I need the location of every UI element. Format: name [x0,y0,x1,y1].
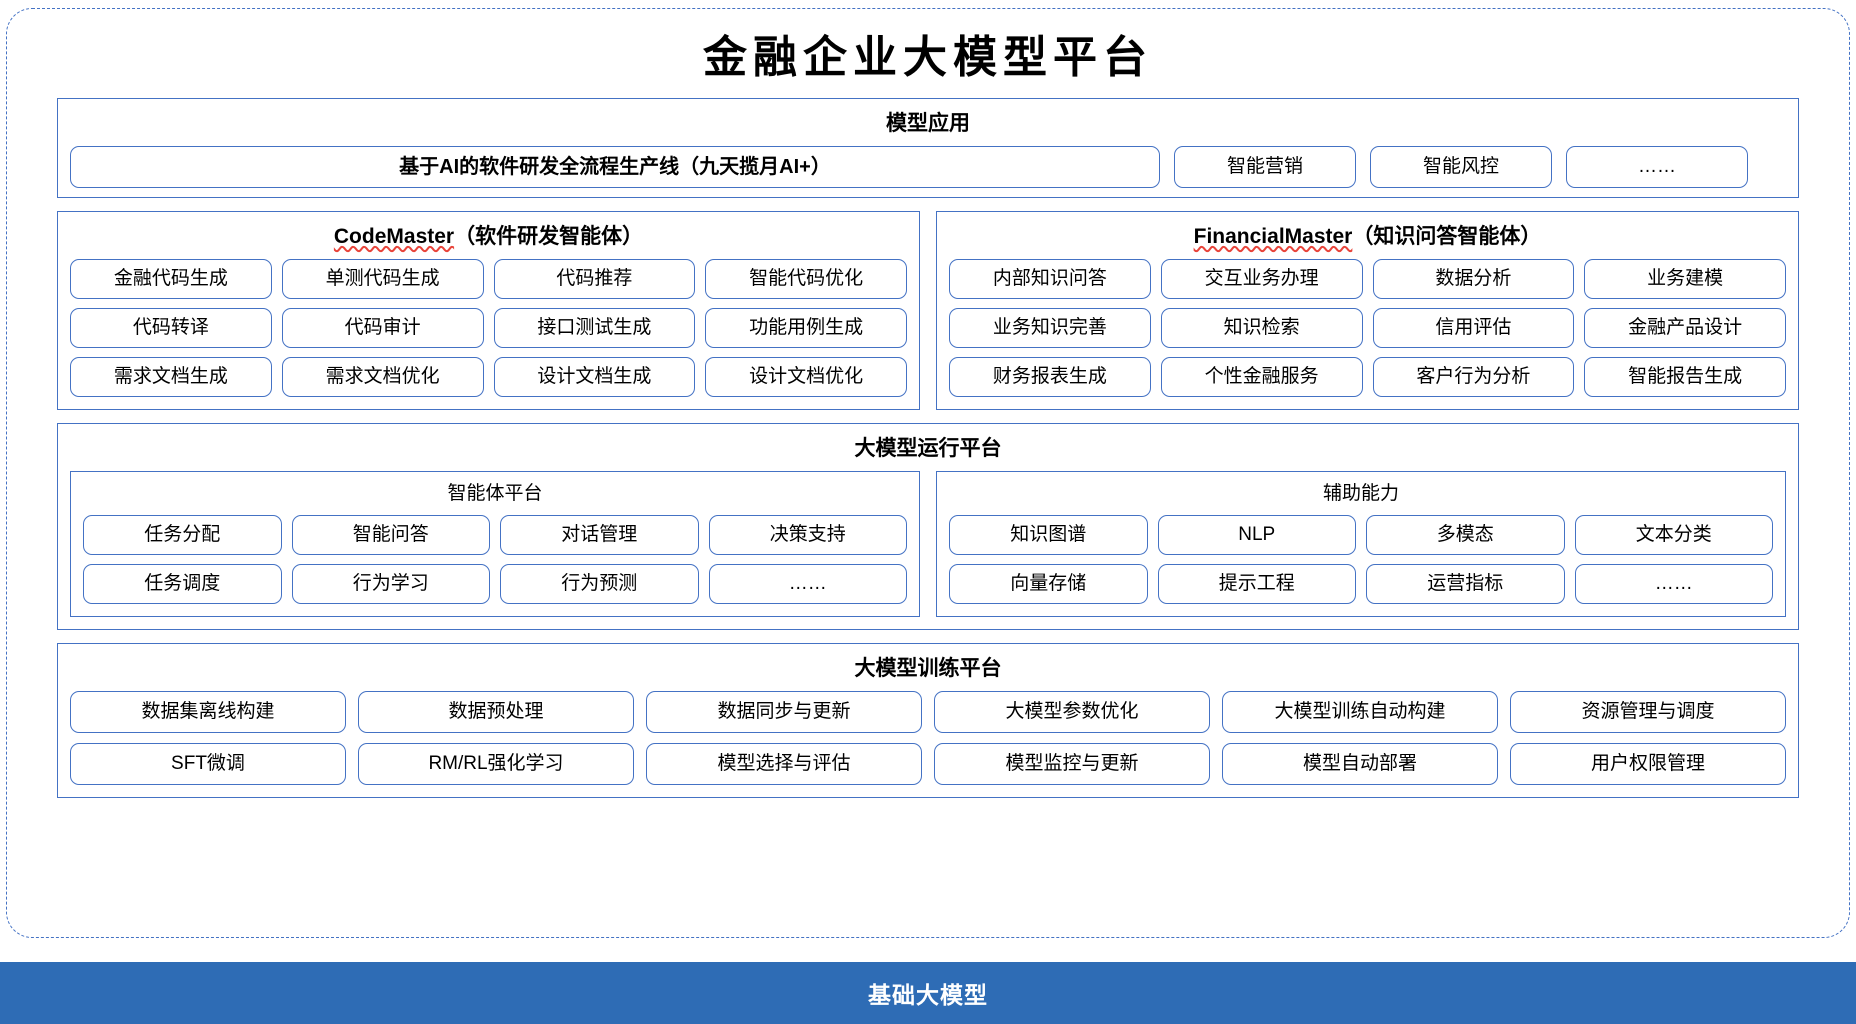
codemaster-item[interactable]: 智能代码优化 [705,258,907,299]
training-item[interactable]: 数据集离线构建 [70,690,346,733]
runtime-layer-title: 大模型运行平台 [854,436,1002,460]
training-item[interactable]: SFT微调 [70,742,346,785]
financialmaster-item[interactable]: 数据分析 [1372,258,1575,299]
auxiliary-capability-panel: 辅助能力 知识图谱 NLP 多模态 文本分类 向量存储 提示工程 运营指标 …… [936,470,1786,617]
financialmaster-item[interactable]: 财务报表生成 [949,356,1151,397]
codemaster-item[interactable]: 代码推荐 [493,258,696,299]
training-item[interactable]: 数据预处理 [358,690,634,733]
application-item-smart-risk-control[interactable]: 智能风控 [1370,145,1552,188]
agent-panels-row: CodeMaster（软件研发智能体） 金融代码生成 单测代码生成 代码推荐 智… [57,210,1799,410]
agent-platform-item-more[interactable]: …… [708,563,907,604]
base-model-bar: 基础大模型 [0,962,1856,1024]
codemaster-item[interactable]: 代码转译 [70,307,272,348]
codemaster-item[interactable]: 金融代码生成 [70,258,272,299]
codemaster-item[interactable]: 功能用例生成 [705,307,907,348]
auxiliary-capability-item[interactable]: 向量存储 [949,563,1148,604]
financialmaster-item[interactable]: 客户行为分析 [1372,356,1575,397]
training-item[interactable]: RM/RL强化学习 [358,742,634,785]
financialmaster-item[interactable]: 业务建模 [1584,258,1786,299]
runtime-groups: 智能体平台 任务分配 智能问答 对话管理 决策支持 任务调度 行为学习 行为预测… [70,470,1786,617]
codemaster-item[interactable]: 代码审计 [281,307,484,348]
codemaster-name: CodeMaster [333,224,455,248]
training-layer-title: 大模型训练平台 [854,656,1002,680]
application-layer-items: 基于AI的软件研发全流程生产线（九天揽月AI+） 智能营销 智能风控 …… [70,145,1786,188]
agent-platform-item[interactable]: 行为预测 [500,563,699,604]
training-item[interactable]: 模型监控与更新 [934,742,1210,785]
financialmaster-items: 内部知识问答 交互业务办理 数据分析 业务建模 业务知识完善 知识检索 信用评估… [949,258,1786,397]
financialmaster-item[interactable]: 信用评估 [1372,307,1575,348]
training-item[interactable]: 数据同步与更新 [646,690,922,733]
auxiliary-capability-item[interactable]: 知识图谱 [949,514,1148,555]
agent-platform-item[interactable]: 行为学习 [291,563,490,604]
agent-platform-panel: 智能体平台 任务分配 智能问答 对话管理 决策支持 任务调度 行为学习 行为预测… [70,470,920,617]
auxiliary-capability-items: 知识图谱 NLP 多模态 文本分类 向量存储 提示工程 运营指标 …… [949,514,1773,604]
codemaster-item[interactable]: 需求文档优化 [281,356,484,397]
runtime-layer-panel: 大模型运行平台 智能体平台 任务分配 智能问答 对话管理 决策支持 任务调度 行… [57,422,1799,630]
financialmaster-name: FinancialMaster [1193,224,1353,248]
auxiliary-capability-item[interactable]: 文本分类 [1574,514,1773,555]
auxiliary-capability-item[interactable]: 多模态 [1366,514,1565,555]
agent-platform-items: 任务分配 智能问答 对话管理 决策支持 任务调度 行为学习 行为预测 …… [83,514,907,604]
codemaster-title: CodeMaster（软件研发智能体） [70,224,907,249]
application-item-smart-marketing[interactable]: 智能营销 [1174,145,1356,188]
codemaster-items: 金融代码生成 单测代码生成 代码推荐 智能代码优化 代码转译 代码审计 接口测试… [70,258,907,397]
auxiliary-capability-item-more[interactable]: …… [1574,563,1773,604]
codemaster-item[interactable]: 需求文档生成 [70,356,272,397]
financialmaster-name-suffix: （知识问答智能体） [1352,224,1542,248]
application-item-production-line[interactable]: 基于AI的软件研发全流程生产线（九天揽月AI+） [70,145,1160,188]
financialmaster-item[interactable]: 交互业务办理 [1160,258,1363,299]
financialmaster-item[interactable]: 内部知识问答 [949,258,1151,299]
agent-platform-item[interactable]: 决策支持 [708,514,907,555]
training-item[interactable]: 用户权限管理 [1510,742,1786,785]
outer-dashed-frame: 金融企业大模型平台 模型应用 基于AI的软件研发全流程生产线（九天揽月AI+） … [6,8,1850,938]
codemaster-name-suffix: （软件研发智能体） [454,224,644,248]
auxiliary-capability-title: 辅助能力 [1322,482,1399,504]
codemaster-item[interactable]: 接口测试生成 [493,307,696,348]
training-layer-items: 数据集离线构建 数据预处理 数据同步与更新 大模型参数优化 大模型训练自动构建 … [70,690,1786,785]
auxiliary-capability-item[interactable]: NLP [1157,514,1356,555]
agent-platform-title: 智能体平台 [447,482,543,504]
financialmaster-item[interactable]: 个性金融服务 [1160,356,1363,397]
financialmaster-item[interactable]: 金融产品设计 [1584,307,1786,348]
training-layer-panel: 大模型训练平台 数据集离线构建 数据预处理 数据同步与更新 大模型参数优化 大模… [57,642,1799,798]
auxiliary-capability-item[interactable]: 运营指标 [1366,563,1565,604]
application-item-more[interactable]: …… [1566,145,1748,188]
page-title: 金融企业大模型平台 [703,33,1153,82]
financialmaster-item[interactable]: 知识检索 [1160,307,1363,348]
financialmaster-panel: FinancialMaster（知识问答智能体） 内部知识问答 交互业务办理 数… [936,210,1799,410]
base-model-label: 基础大模型 [868,982,988,1008]
codemaster-item[interactable]: 设计文档生成 [493,356,696,397]
financialmaster-item[interactable]: 业务知识完善 [949,307,1151,348]
application-layer-title: 模型应用 [886,111,970,135]
training-item[interactable]: 资源管理与调度 [1510,690,1786,733]
financialmaster-item[interactable]: 智能报告生成 [1584,356,1786,397]
agent-platform-item[interactable]: 对话管理 [500,514,699,555]
agent-platform-item[interactable]: 任务调度 [83,563,282,604]
codemaster-item[interactable]: 设计文档优化 [705,356,907,397]
codemaster-panel: CodeMaster（软件研发智能体） 金融代码生成 单测代码生成 代码推荐 智… [57,210,920,410]
training-item[interactable]: 模型自动部署 [1222,742,1498,785]
application-layer-panel: 模型应用 基于AI的软件研发全流程生产线（九天揽月AI+） 智能营销 智能风控 … [57,97,1799,198]
agent-platform-item[interactable]: 智能问答 [291,514,490,555]
agent-platform-item[interactable]: 任务分配 [83,514,282,555]
training-item[interactable]: 模型选择与评估 [646,742,922,785]
training-item[interactable]: 大模型训练自动构建 [1222,690,1498,733]
financialmaster-title: FinancialMaster（知识问答智能体） [949,224,1786,249]
training-item[interactable]: 大模型参数优化 [934,690,1210,733]
codemaster-item[interactable]: 单测代码生成 [281,258,484,299]
auxiliary-capability-item[interactable]: 提示工程 [1157,563,1356,604]
